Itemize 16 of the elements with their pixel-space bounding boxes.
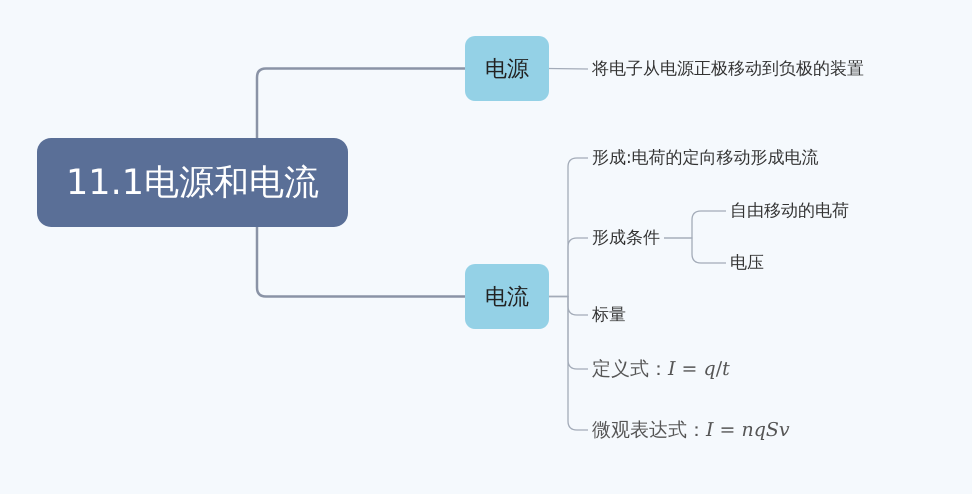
topic-text: 自由移动的电荷 xyxy=(726,199,853,223)
connector-line xyxy=(256,227,465,298)
connector-line xyxy=(664,237,726,264)
formula-text: 定义式：I = q/t xyxy=(588,357,734,381)
formula-text: 微观表达式：I = nqSv xyxy=(588,418,794,442)
topic-text: 形成条件 xyxy=(588,226,664,250)
topic-text: 将电子从电源正极移动到负极的装置 xyxy=(588,57,868,81)
topic-box: 电流 xyxy=(465,264,549,329)
connector-line xyxy=(256,67,465,138)
connector-line xyxy=(549,68,588,70)
connector-line xyxy=(549,296,588,431)
topic-text: 标量 xyxy=(588,303,630,327)
topic-text: 形成:电荷的定向移动形成电流 xyxy=(588,146,823,170)
topic-text: 电压 xyxy=(726,251,768,275)
central-topic-box: 11.1电源和电流 xyxy=(37,138,348,227)
topic-box: 电源 xyxy=(465,36,549,101)
